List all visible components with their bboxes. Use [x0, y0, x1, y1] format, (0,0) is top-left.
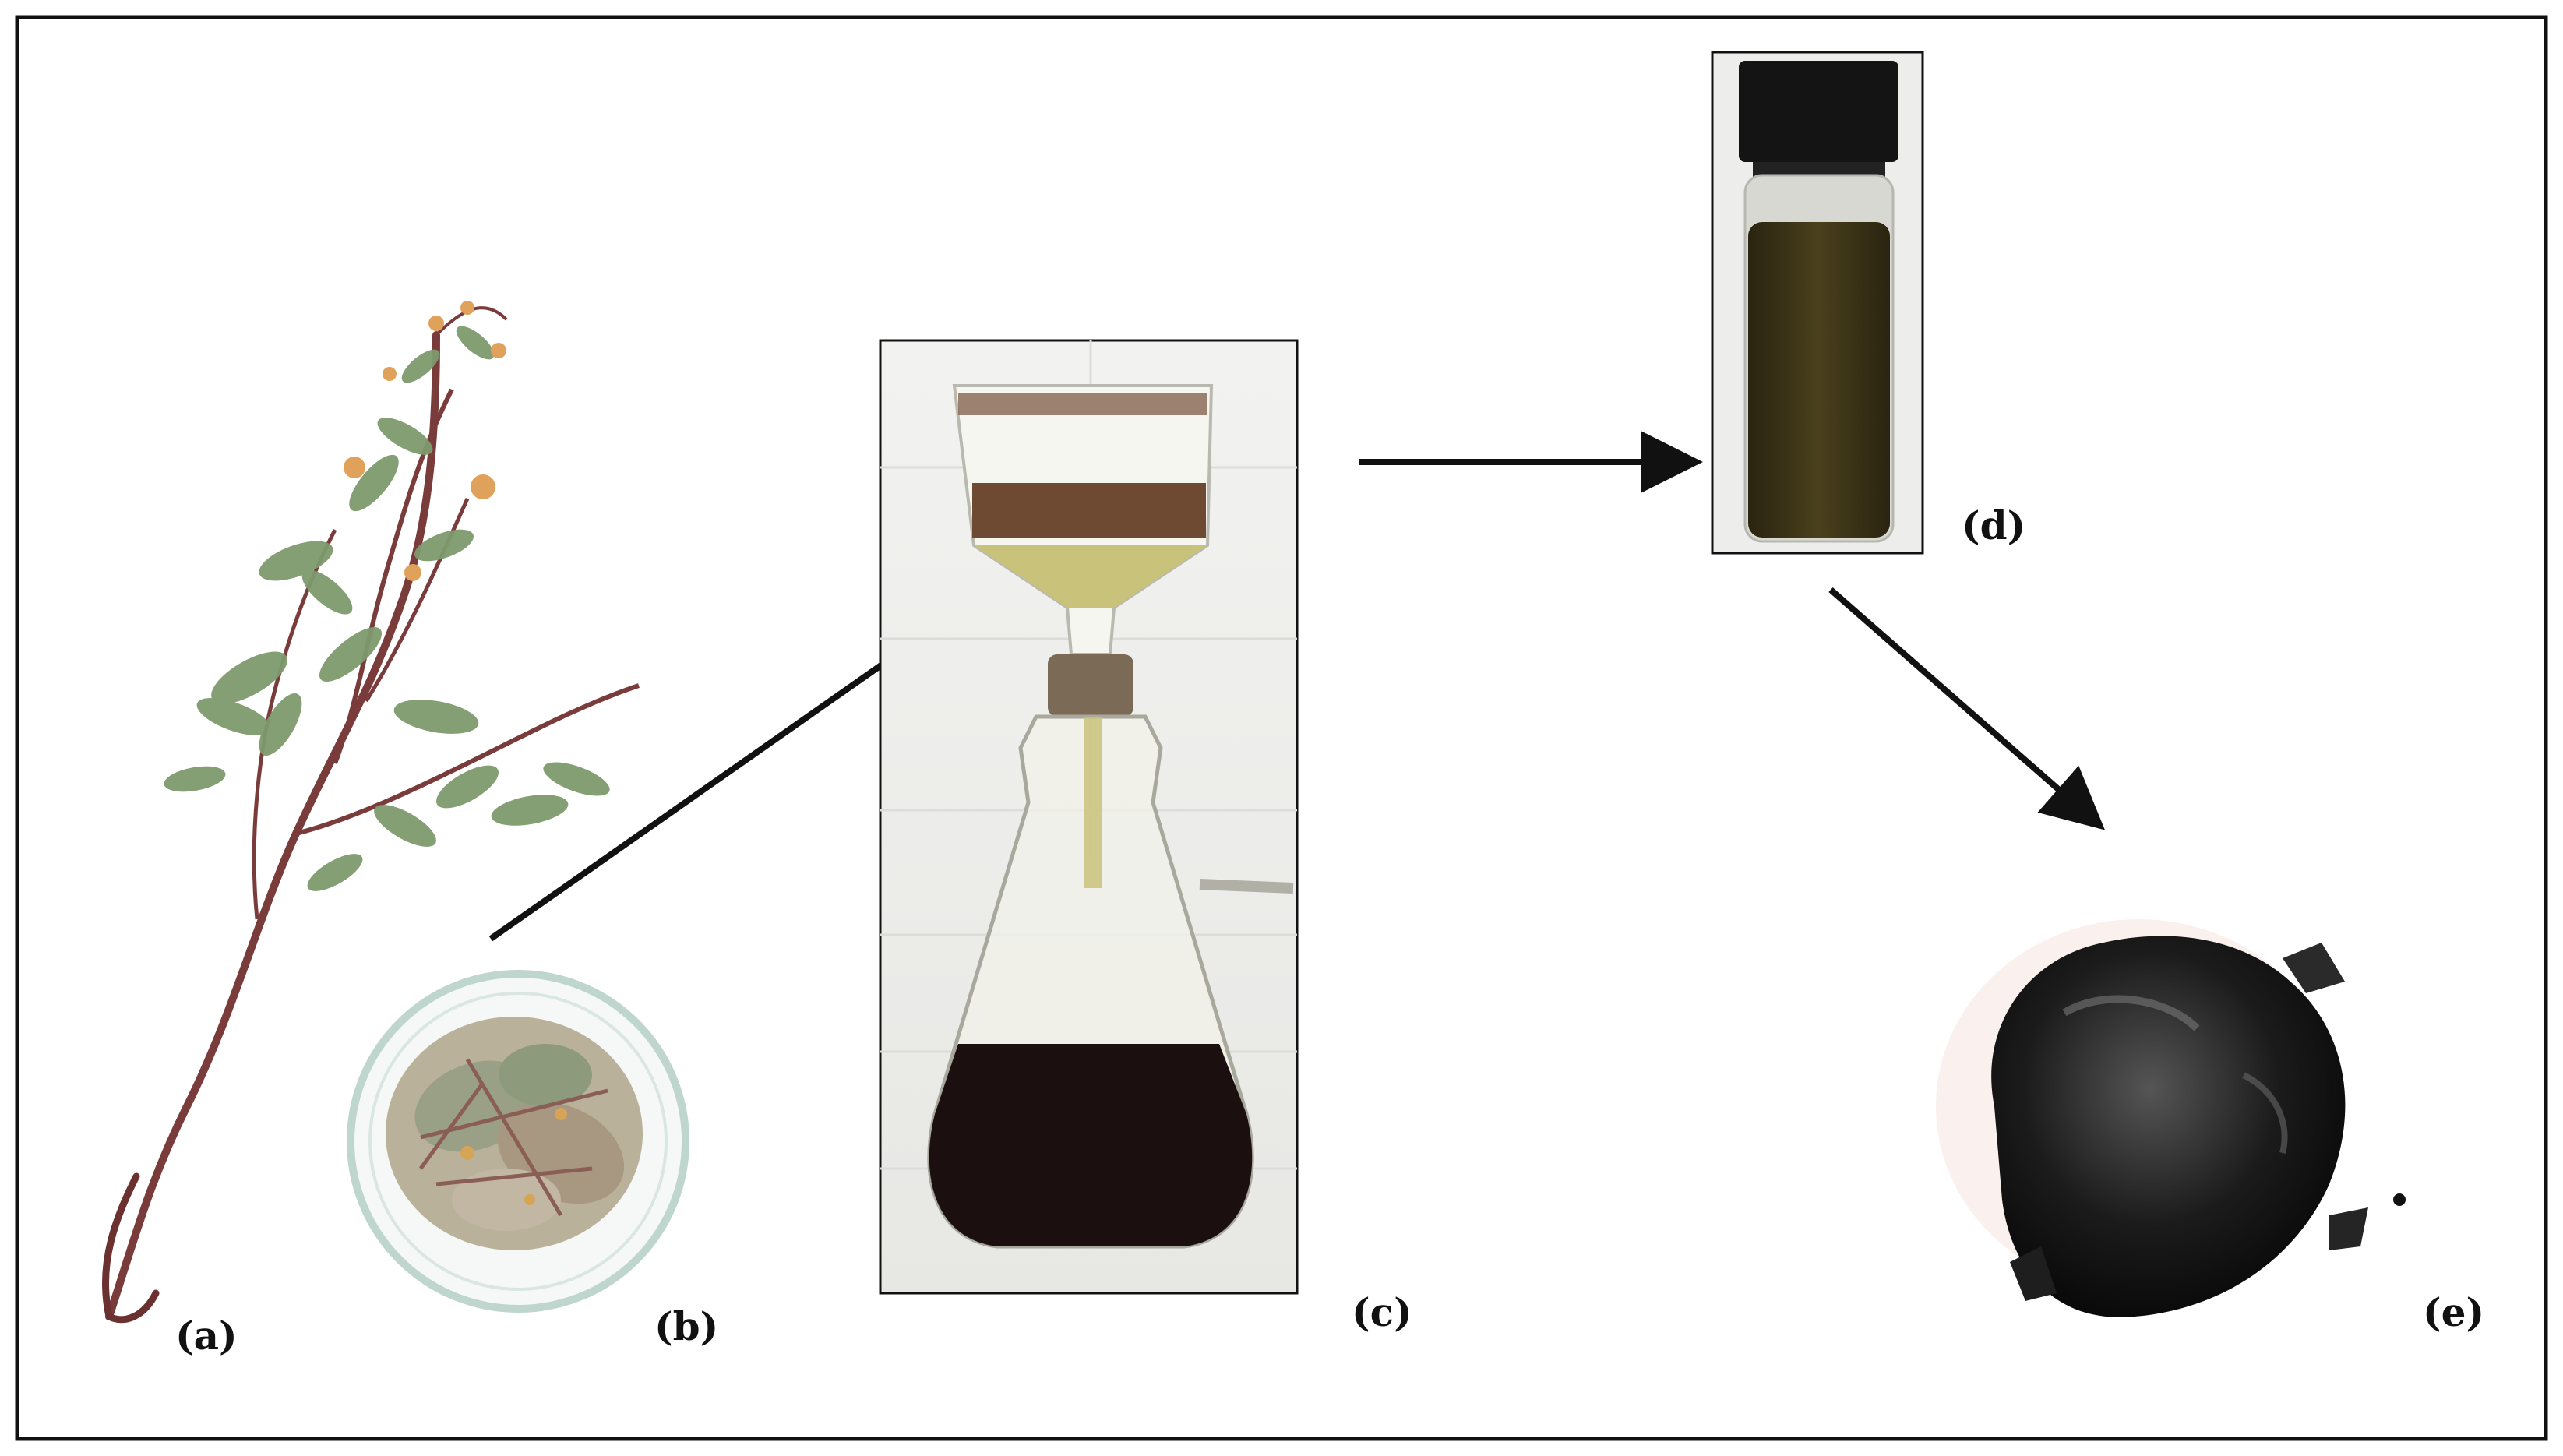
plant-leaves [164, 326, 610, 891]
panel-label-b: (b) [654, 1303, 718, 1349]
dark-filtrate [929, 1044, 1253, 1246]
plant-residue-layer [972, 483, 1206, 538]
dark-extract-residue [1936, 919, 2406, 1317]
dried-herb-pile [386, 1017, 643, 1250]
arrow-d-to-e [1828, 587, 2106, 830]
panel-label-e: (e) [2423, 1289, 2484, 1335]
residue-lump [1991, 936, 2346, 1317]
petri-dish-dried-herb [347, 970, 689, 1313]
plant-flowers [344, 301, 506, 581]
vial-extract-liquid [1748, 222, 1890, 538]
plant-branch [295, 683, 640, 836]
plant-root [101, 1172, 160, 1324]
panel-label-a: (a) [175, 1313, 238, 1359]
filtration-setup-photo [879, 339, 1299, 1295]
vial-cap [1739, 61, 1898, 162]
panel-label-d: (d) [1962, 502, 2025, 548]
panel-label-c: (c) [1352, 1289, 1412, 1335]
rubber-stopper [1048, 654, 1133, 717]
dried-plant-illustration [101, 301, 640, 1324]
extract-vial-photo [1711, 51, 1924, 555]
plant-branch [364, 497, 470, 703]
